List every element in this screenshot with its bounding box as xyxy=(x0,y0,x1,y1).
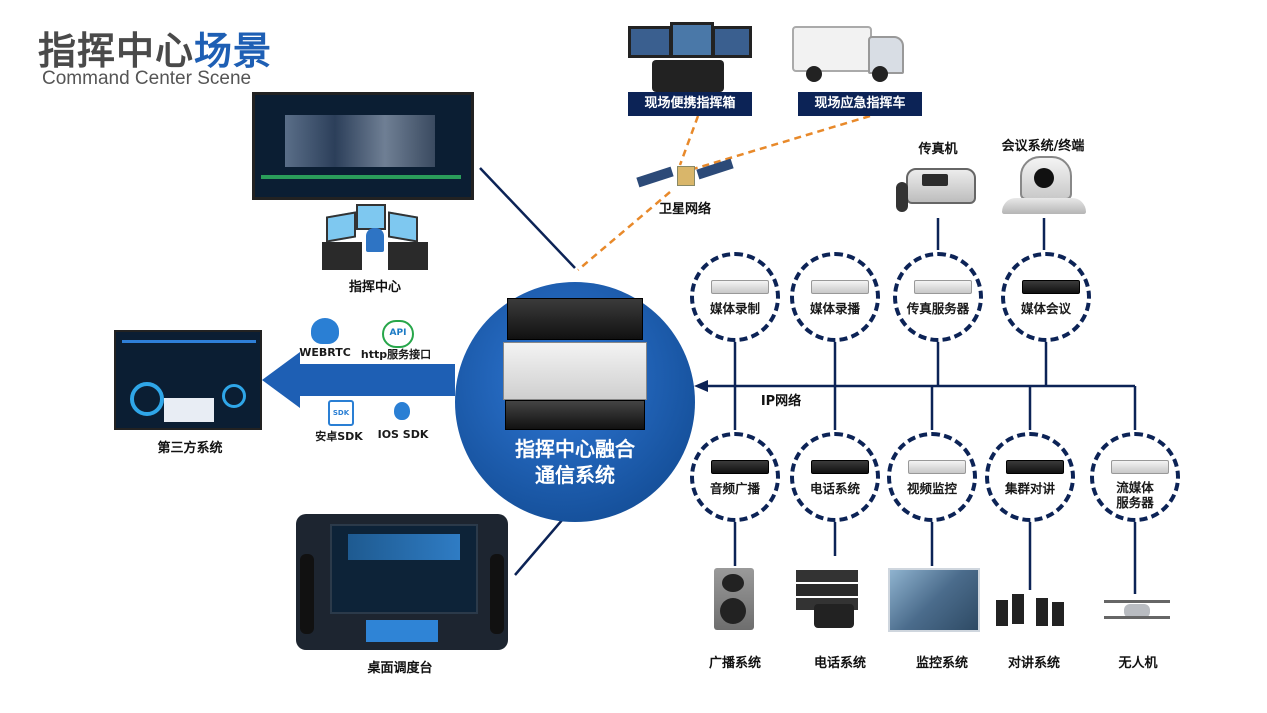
vehicle-label: 现场应急指挥车 xyxy=(798,92,922,116)
ip-network-label: IP网络 xyxy=(760,394,802,409)
apple-icon xyxy=(394,402,410,420)
node-trunk-intercom: 集群对讲 xyxy=(985,432,1075,522)
node-telephone: 电话系统 xyxy=(790,432,880,522)
ios-sdk-label: IOS SDK xyxy=(377,428,429,441)
portable-box-icon xyxy=(628,22,752,92)
satellite-label: 卫星网络 xyxy=(658,202,711,217)
android-sdk-icon: SDK xyxy=(328,400,354,426)
server-rack-top xyxy=(507,298,643,340)
webrtc-label: WEBRTC xyxy=(299,346,351,359)
drone-label: 无人机 xyxy=(1118,656,1158,671)
desk-console-icon xyxy=(296,514,508,650)
operator-workstation-icon xyxy=(322,200,428,272)
api-arrow xyxy=(262,352,455,408)
command-center-screen xyxy=(252,92,474,200)
drone-icon xyxy=(1102,596,1172,624)
http-label: http服务接口 xyxy=(360,348,432,361)
node-media-broadcast: 媒体录播 xyxy=(790,252,880,342)
node-video-surveillance: 视频监控 xyxy=(887,432,977,522)
command-center-label: 指挥中心 xyxy=(348,280,401,295)
intercom-radios-icon xyxy=(992,594,1070,630)
page-subtitle: Command Center Scene xyxy=(42,68,252,89)
fax-label: 传真机 xyxy=(918,142,958,157)
monitoring-system-label: 监控系统 xyxy=(915,656,968,671)
surveillance-screen-icon xyxy=(888,568,980,632)
desk-console-label: 桌面调度台 xyxy=(367,661,433,676)
fusion-system-title: 指挥中心融合通信系统 xyxy=(515,437,635,487)
conference-label: 会议系统/终端 xyxy=(1001,139,1085,154)
third-party-label: 第三方系统 xyxy=(157,441,223,456)
intercom-system-label: 对讲系统 xyxy=(1007,656,1060,671)
android-sdk-label: 安卓SDK xyxy=(315,430,363,443)
command-vehicle-icon xyxy=(792,22,904,86)
api-icon: API xyxy=(382,320,414,348)
page-title: 指挥中心场景 xyxy=(38,29,273,73)
line-satellite-center xyxy=(577,191,671,271)
server-chassis xyxy=(503,342,647,400)
fax-machine-icon xyxy=(896,158,978,216)
webrtc-icon xyxy=(311,318,339,344)
node-streaming-server: 流媒体服务器 xyxy=(1090,432,1180,522)
ip-arrow xyxy=(694,380,708,392)
telephone-system-icon xyxy=(796,570,862,628)
conference-camera-icon xyxy=(1002,156,1086,218)
node-audio-broadcast: 音频广播 xyxy=(690,432,780,522)
server-rack-bottom xyxy=(505,400,645,430)
node-fax-server: 传真服务器 xyxy=(893,252,983,342)
node-media-conference: 媒体会议 xyxy=(1001,252,1091,342)
portable-box-label: 现场便携指挥箱 xyxy=(628,92,752,116)
telephone-system-label: 电话系统 xyxy=(813,656,866,671)
third-party-screen xyxy=(114,330,262,430)
line-command-center xyxy=(479,167,576,269)
node-media-record: 媒体录制 xyxy=(690,252,780,342)
satellite-icon xyxy=(636,158,737,194)
speaker-icon xyxy=(714,568,754,630)
line-portable-satellite xyxy=(678,115,700,166)
broadcast-system-label: 广播系统 xyxy=(708,656,761,671)
